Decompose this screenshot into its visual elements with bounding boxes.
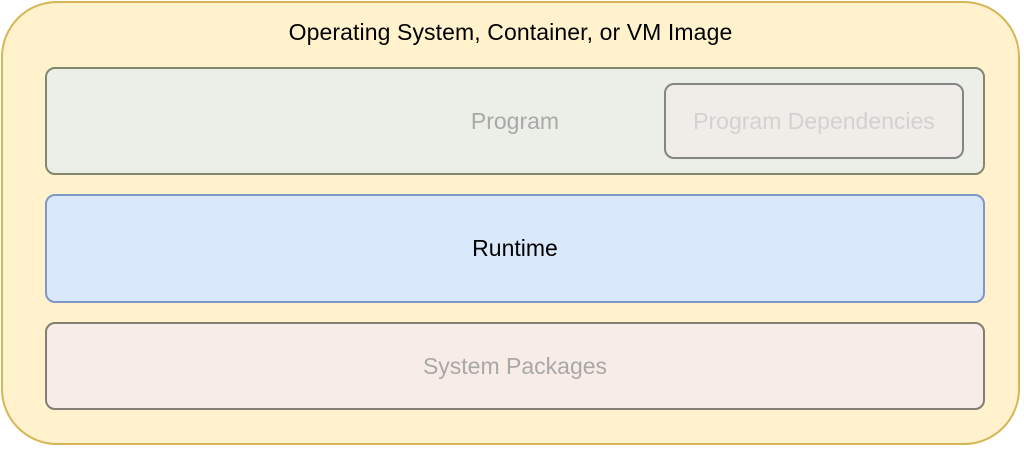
- runtime-label: Runtime: [472, 235, 558, 261]
- runtime-layer: Runtime: [45, 194, 985, 303]
- container-title: Operating System, Container, or VM Image: [288, 19, 733, 45]
- program-dependencies-box: Program Dependencies: [664, 83, 964, 159]
- program-layer: Program Program Dependencies: [45, 67, 985, 175]
- program-dependencies-label: Program Dependencies: [693, 107, 935, 134]
- program-label: Program: [470, 107, 560, 134]
- system-packages-label: System Packages: [422, 352, 608, 379]
- system-packages-layer: System Packages: [45, 322, 985, 410]
